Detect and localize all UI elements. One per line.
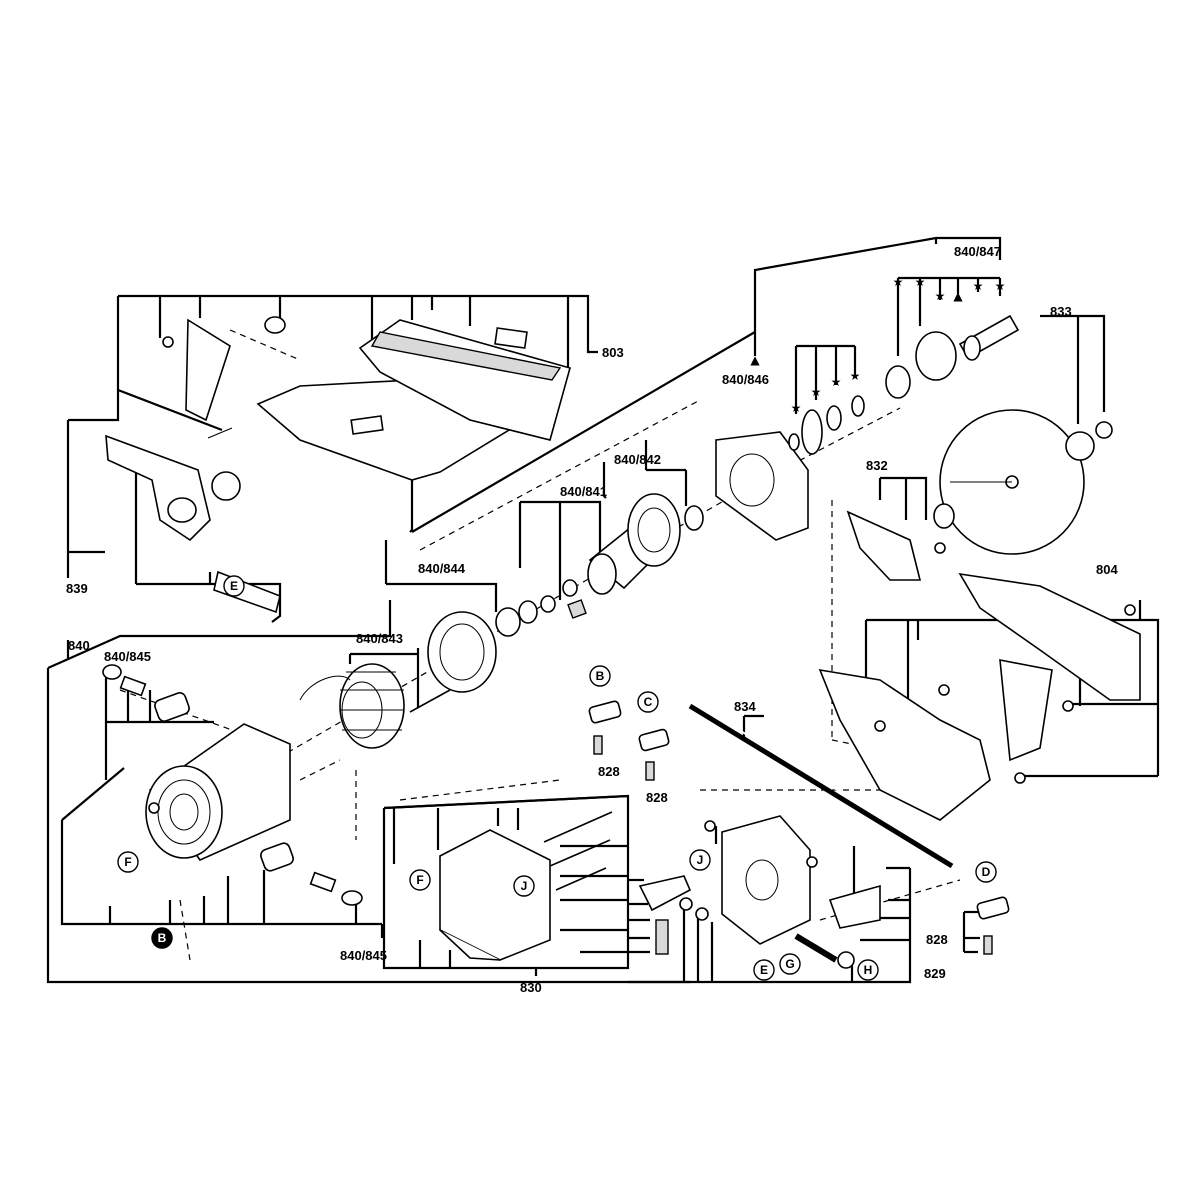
callout-c: C bbox=[637, 691, 659, 713]
label-840-845-bottom: 840/845 bbox=[340, 948, 387, 963]
label-830: 830 bbox=[520, 980, 542, 995]
label-803: 803 bbox=[602, 345, 624, 360]
callout-f-center: F bbox=[409, 869, 431, 891]
svg-text:E: E bbox=[760, 963, 768, 977]
label-840-845-top: 840/845 bbox=[104, 649, 151, 664]
callout-h: H bbox=[857, 959, 879, 981]
svg-text:B: B bbox=[596, 669, 605, 683]
label-828-c: 828 bbox=[646, 790, 668, 805]
label-840-847: 840/847 bbox=[954, 244, 1001, 259]
label-828-b: 828 bbox=[598, 764, 620, 779]
svg-text:H: H bbox=[864, 963, 873, 977]
label-834: 834 bbox=[734, 699, 756, 714]
svg-text:J: J bbox=[521, 879, 528, 893]
star-marker: ★ bbox=[850, 369, 861, 383]
callout-e-bottom: E bbox=[753, 959, 775, 981]
label-839: 839 bbox=[66, 581, 88, 596]
part-number-labels: 803 839 840 840/845 840/845 840/844 840/… bbox=[66, 244, 1118, 995]
svg-text:E: E bbox=[230, 579, 238, 593]
label-840-843: 840/843 bbox=[356, 631, 403, 646]
triangle-marker: ▲ bbox=[953, 289, 963, 303]
svg-text:F: F bbox=[124, 855, 131, 869]
star-marker: ★ bbox=[973, 279, 984, 293]
star-marker: ★ bbox=[935, 289, 946, 303]
callout-g: G bbox=[779, 953, 801, 975]
label-840: 840 bbox=[68, 638, 90, 653]
label-832: 832 bbox=[866, 458, 888, 473]
callout-d: D bbox=[975, 861, 997, 883]
callout-b-bottom: B bbox=[151, 927, 173, 949]
label-840-846: 840/846 bbox=[722, 372, 769, 387]
star-marker: ★ bbox=[831, 375, 842, 389]
triangle-marker: ▲ bbox=[750, 353, 760, 367]
star-marker: ★ bbox=[915, 275, 926, 289]
star-marker: ★ bbox=[995, 279, 1006, 293]
callout-e-left: E bbox=[223, 575, 245, 597]
label-833: 833 bbox=[1050, 304, 1072, 319]
callout-letters: B C D E E F F G H J J B bbox=[117, 575, 997, 981]
label-804: 804 bbox=[1096, 562, 1118, 577]
callout-b-top: B bbox=[589, 665, 611, 687]
parts bbox=[102, 314, 1141, 969]
label-829: 829 bbox=[924, 966, 946, 981]
label-840-842: 840/842 bbox=[614, 452, 661, 467]
label-840-841: 840/841 bbox=[560, 484, 607, 499]
star-marker: ★ bbox=[791, 401, 802, 415]
markers: ★ ★ ★ ★ ★ ▲ ★ ★ ★ ★ ▲ bbox=[750, 275, 1005, 415]
star-marker: ★ bbox=[893, 275, 904, 289]
svg-text:B: B bbox=[158, 931, 167, 945]
svg-text:F: F bbox=[416, 873, 423, 887]
label-828-d: 828 bbox=[926, 932, 948, 947]
svg-text:D: D bbox=[982, 865, 991, 879]
svg-text:G: G bbox=[785, 957, 794, 971]
label-840-844: 840/844 bbox=[418, 561, 466, 576]
callout-j-center: J bbox=[513, 875, 535, 897]
callout-f-left: F bbox=[117, 851, 139, 873]
callout-j-right: J bbox=[689, 849, 711, 871]
svg-text:C: C bbox=[644, 695, 653, 709]
svg-text:J: J bbox=[697, 853, 704, 867]
star-marker: ★ bbox=[811, 385, 822, 399]
